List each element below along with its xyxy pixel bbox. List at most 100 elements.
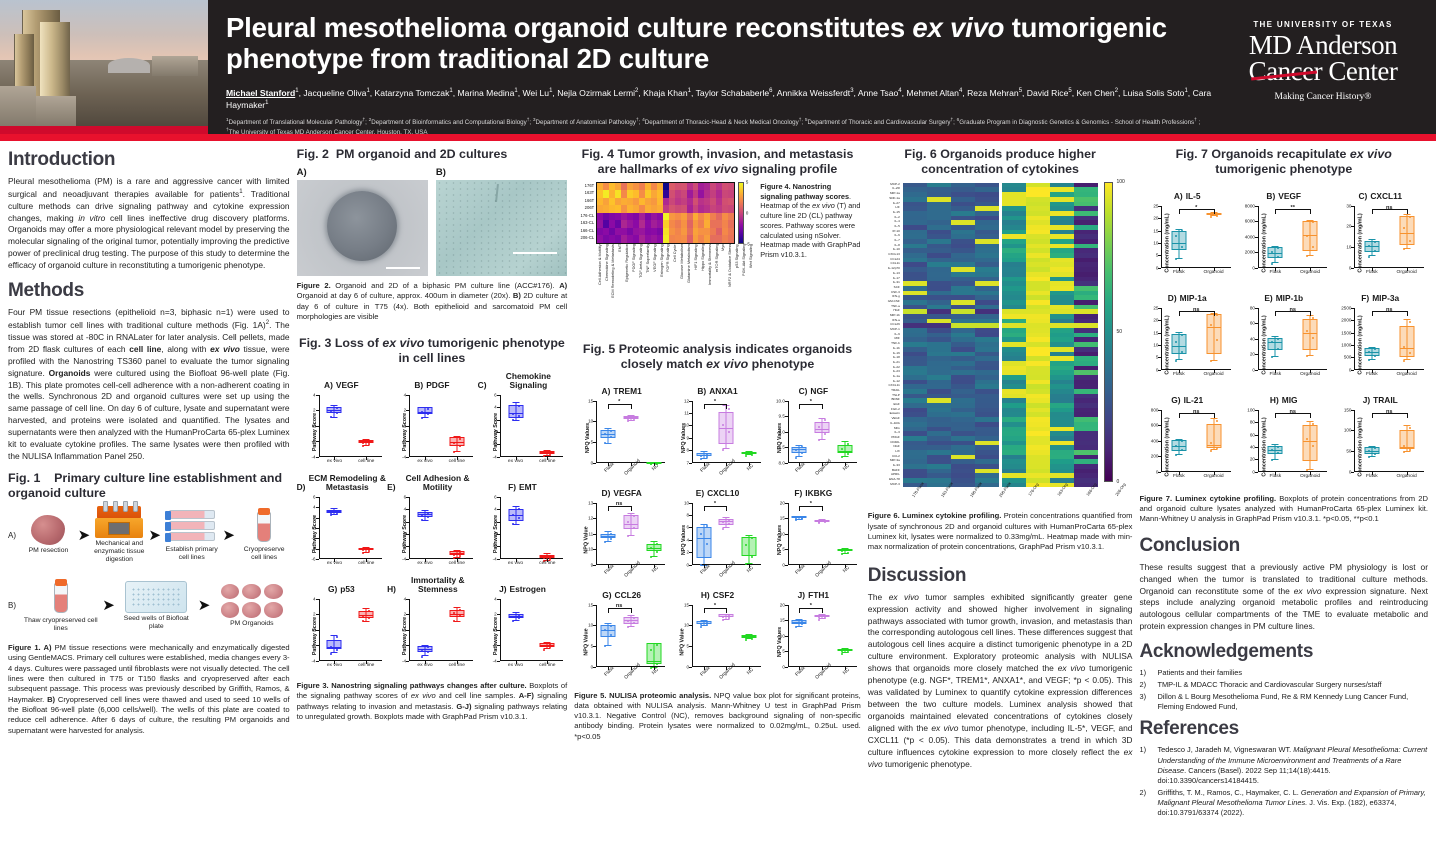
whisker-cap <box>421 644 429 646</box>
heatmap-cell <box>638 220 645 228</box>
heatmap-row-label: IL-23 <box>892 369 900 374</box>
data-point <box>421 410 423 413</box>
y-tick-label: -2 <box>492 441 497 447</box>
heatmap-cell <box>609 205 616 213</box>
heatmap-group-divider <box>999 449 1003 455</box>
colorbar-tick-label: 0 <box>1116 478 1120 485</box>
whisker-cap <box>1403 451 1411 453</box>
heatmap-cell <box>1074 304 1099 310</box>
y-tick-label: 4 <box>403 596 407 602</box>
heatmap-cell <box>1050 276 1075 282</box>
data-point <box>1174 444 1177 447</box>
y-axis <box>787 604 789 667</box>
heatmap-cell <box>662 190 669 198</box>
fig1-step-a3-label: Establish primary cell lines <box>165 545 218 562</box>
heatmap-group-divider <box>999 370 1003 375</box>
data-point <box>1180 448 1183 451</box>
x-axis-label: NC <box>651 666 660 676</box>
y-tick <box>689 437 693 439</box>
heatmap-row-label: IL-10 <box>892 247 900 252</box>
data-point <box>655 662 658 665</box>
y-tick <box>1158 255 1162 257</box>
heatmap-cell <box>926 234 951 239</box>
heatmap-cell <box>1074 379 1099 385</box>
whisker-cap <box>818 417 826 419</box>
data-point <box>1306 254 1309 257</box>
heatmap-cell <box>1074 440 1099 446</box>
y-tick-label: 10.0 <box>775 398 785 403</box>
x-axis <box>692 461 761 463</box>
x-axis-label: Flask <box>1172 269 1185 275</box>
whisker <box>1371 445 1373 457</box>
whisker <box>1213 418 1215 450</box>
y-tick-label: 100 <box>1247 407 1255 413</box>
heatmap-row-label: IL-31 <box>892 280 900 285</box>
data-point <box>603 433 606 436</box>
whisker <box>607 623 609 645</box>
heatmap-cell <box>1074 389 1099 394</box>
heatmap-cell <box>650 205 657 213</box>
box <box>1399 430 1415 449</box>
heatmap-cell <box>698 197 705 206</box>
whisker <box>1274 245 1276 263</box>
heatmap-cell <box>1050 332 1075 338</box>
median-line <box>1302 332 1318 334</box>
data-point <box>795 625 798 628</box>
whisker-cap <box>362 620 370 622</box>
data-point <box>1209 323 1212 326</box>
whisker-cap <box>818 521 826 523</box>
heatmap-cell <box>950 196 976 202</box>
heatmap-cell <box>1026 346 1051 352</box>
y-tick <box>406 441 410 443</box>
fig1-node-digestion: Mechanical and enzymatic tissue digestio… <box>94 500 145 565</box>
heatmap-cell <box>1074 267 1099 272</box>
whisker-cap <box>330 508 338 510</box>
x-tick <box>653 462 655 466</box>
heatmap-cell <box>632 205 639 213</box>
fig6-title-text: Organoids produce higher concentration o… <box>921 147 1096 176</box>
y-tick <box>689 400 693 402</box>
y-tick-label: 6 <box>494 392 497 398</box>
x-axis-label: cell line <box>358 458 375 464</box>
whisker-cap <box>512 619 520 621</box>
heatmap-cell <box>603 220 610 228</box>
data-point <box>649 556 652 559</box>
heatmap-cell <box>1002 459 1027 464</box>
fig3-title: Fig. 3 Loss of ex vivo tumorigenic pheno… <box>297 336 568 366</box>
whisker-cap <box>841 647 849 649</box>
panel-letter: B) <box>697 385 707 396</box>
y-tick-label: 0 <box>1155 367 1159 373</box>
logo-mdanderson: MD Anderson <box>1248 30 1398 60</box>
heatmap-cell <box>975 374 1000 380</box>
data-point <box>722 616 725 619</box>
heatmap-cell <box>1050 328 1075 333</box>
data-point <box>1271 341 1274 344</box>
y-tick <box>496 645 500 647</box>
whisker <box>607 531 609 542</box>
data-point <box>745 636 748 639</box>
y-tick-label: 5 <box>1155 252 1159 258</box>
whisker-cap <box>700 457 708 459</box>
heatmap-cell <box>716 205 723 213</box>
heatmap-group-divider <box>999 356 1003 361</box>
heatmap-cell <box>926 299 951 305</box>
whisker <box>844 441 846 457</box>
y-tick <box>784 549 788 550</box>
heatmap-cell <box>1002 482 1027 488</box>
whisker-cap <box>421 509 429 511</box>
heatmap-cell <box>1074 206 1099 211</box>
poster-header: Pleural mesothelioma organoid culture re… <box>0 0 1436 134</box>
heatmap-cell <box>698 212 705 221</box>
x-axis-label: Organoid <box>1203 473 1224 479</box>
panel-name: IL-21 <box>1183 395 1204 406</box>
significance-tick <box>1406 209 1408 214</box>
heatmap-cell <box>1050 285 1075 291</box>
heatmap-cell <box>1002 187 1027 193</box>
heatmap-cell <box>1026 192 1051 197</box>
y-tick-label: 20 <box>1249 456 1255 462</box>
panel-letter: J) <box>797 589 806 600</box>
